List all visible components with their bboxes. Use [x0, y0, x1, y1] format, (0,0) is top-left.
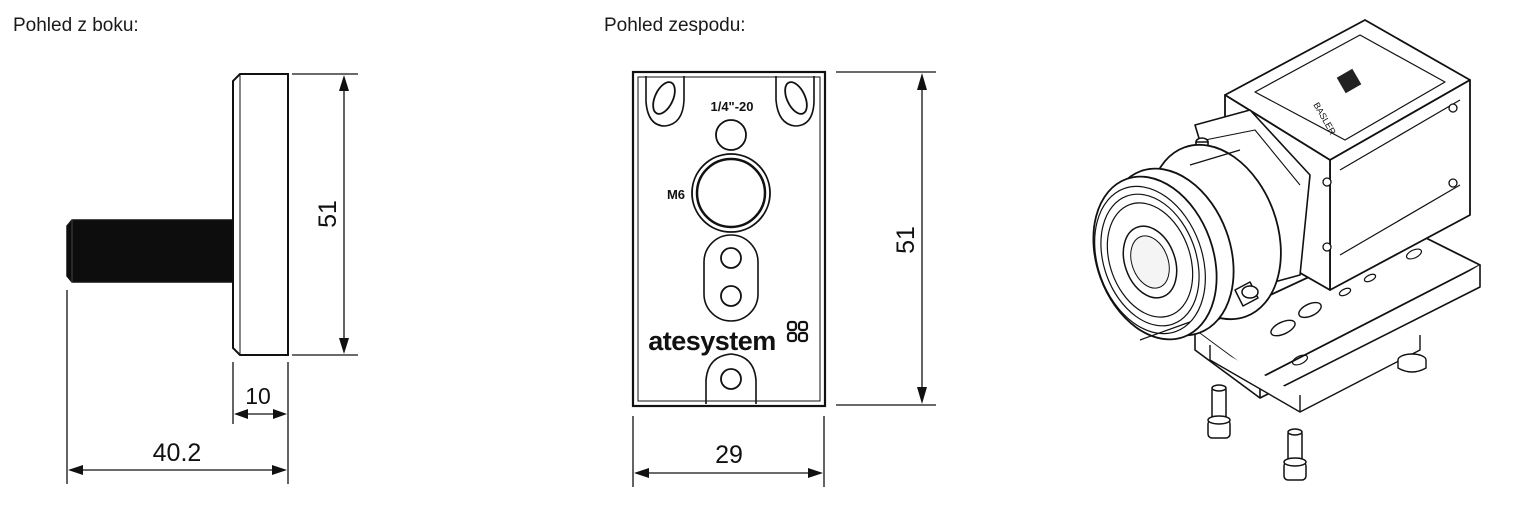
- side-view-caption: Pohled z boku:: [13, 15, 139, 36]
- dimension-height-side-label: 51: [314, 200, 342, 228]
- side-view-drawing: 51 10 40.2: [66, 73, 358, 484]
- dimension-plate-thickness-label: 10: [245, 383, 271, 409]
- isometric-camera-drawing: BASLER: [1092, 19, 1481, 481]
- dimension-width-bottom: [632, 416, 825, 487]
- mounting-plate-iso: [1194, 229, 1481, 413]
- dimension-plate-thickness: [232, 362, 289, 484]
- brand-logo-text: atesystem: [648, 326, 776, 356]
- bottom-view-caption: Pohled zespodu:: [604, 15, 746, 36]
- threaded-stud: [66, 219, 234, 283]
- mounting-plate-bottom: [631, 70, 827, 408]
- bottom-view-drawing: 1/4"-20 M6 atesystem 51 29: [631, 70, 936, 487]
- camera-label-qr: [1336, 68, 1362, 94]
- dimension-height-side: [292, 73, 358, 356]
- mounting-screw-right: [1283, 428, 1307, 481]
- mounting-screw-left: [1207, 384, 1231, 439]
- mounting-plate-side: [232, 73, 289, 356]
- dimension-total-length: [66, 290, 287, 484]
- m6-label: M6: [667, 187, 685, 202]
- thread-label: 1/4"-20: [710, 99, 753, 114]
- lens-lock-screw: [1234, 281, 1259, 307]
- dimension-width-bottom-label: 29: [715, 441, 743, 469]
- lens: [1092, 143, 1282, 341]
- dimension-height-bottom: [836, 71, 936, 406]
- dimension-height-bottom-label: 51: [892, 226, 920, 254]
- mounting-foot: [1397, 353, 1427, 373]
- brand-logo-icon: [786, 320, 809, 343]
- dimension-total-length-label: 40.2: [153, 439, 202, 467]
